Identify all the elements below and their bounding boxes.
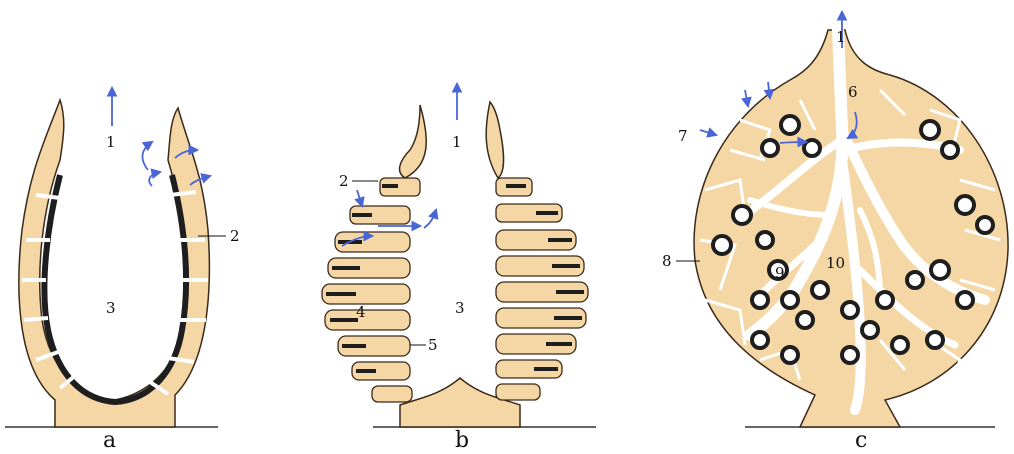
label-4-b: 4	[356, 303, 366, 321]
syconoid-right-tip	[486, 102, 503, 178]
label-8-c: 8	[662, 252, 672, 270]
label-7-c: 7	[678, 127, 688, 145]
label-2-b: 2	[339, 172, 349, 190]
label-2-a: 2	[230, 227, 240, 245]
radial-canals-left	[322, 178, 420, 402]
label-1-c: 1	[836, 28, 846, 46]
label-9-c: 9	[775, 264, 785, 282]
choanocyte-layer-a	[44, 175, 186, 402]
label-10-c: 10	[826, 254, 845, 272]
caption-b: b	[455, 428, 469, 453]
panel-leuconoid: 1 6 7 8 9 10 c	[662, 12, 1008, 453]
panel-asconoid: 1 2 3 a	[5, 88, 240, 453]
syconoid-left-tip	[400, 105, 427, 178]
panel-syconoid: 1 2 3 4 5 b	[322, 84, 596, 453]
label-6-c: 6	[848, 83, 858, 101]
label-1-a: 1	[106, 133, 116, 151]
label-3-a: 3	[106, 299, 116, 317]
label-5-b: 5	[428, 336, 438, 354]
caption-a: a	[103, 428, 116, 453]
label-1-b: 1	[452, 133, 462, 151]
label-3-b: 3	[455, 299, 465, 317]
caption-c: c	[855, 428, 867, 453]
